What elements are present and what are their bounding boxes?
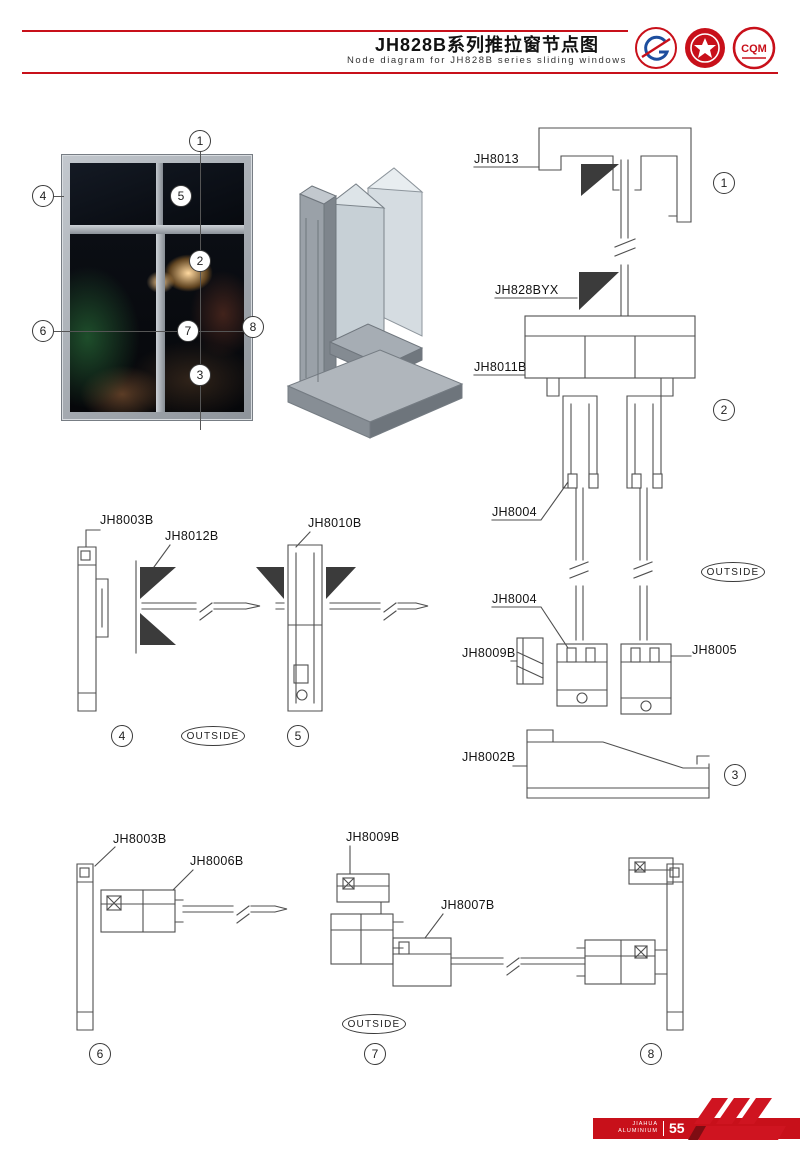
callout-line-4 [54,196,64,197]
callout-detail-5-label: 5 [294,729,302,743]
callout-detail-7-label: 7 [371,1047,379,1061]
footer-brand-line1: JIAHUA [632,1121,658,1127]
profile-3d-render [286,167,464,439]
window-transom [70,225,244,234]
callout-detail-2: 2 [713,399,735,421]
callout-detail-4-label: 4 [118,729,126,743]
section-drawing-vertical [473,127,710,799]
callout-detail-1-label: 1 [720,176,728,190]
callout-7: 7 [177,320,199,342]
glazing-gaskets [579,164,619,310]
outside-badge-bottom: OUTSIDE [342,1014,406,1034]
label-jh8004-lower: JH8004 [492,592,537,606]
header-rule-bottom [22,72,778,74]
callout-detail-8: 8 [640,1043,662,1065]
label-jh8009b: JH8009B [462,646,516,660]
callout-detail-3-label: 3 [731,768,739,782]
seal-logo-icon [685,28,725,68]
callout-detail-7: 7 [364,1043,386,1065]
glazing-beads [566,473,663,663]
footer-logo-icon [688,1098,786,1140]
glazing-gaskets [140,567,356,645]
callout-line-vertical [200,152,201,430]
label-jh8004-upper: JH8004 [492,505,537,519]
footer-brand: JIAHUA ALUMINIUM [600,1121,658,1135]
callout-2: 2 [189,250,211,272]
section-drawing-jamb-interlock [77,529,429,712]
callout-8: 8 [242,316,264,338]
section-drawing-bottom [76,845,684,1031]
callout-3: 3 [189,364,211,386]
label-jh8009b-bottom: JH8009B [346,830,400,844]
callout-5-label: 5 [177,189,185,203]
callout-detail-3: 3 [724,764,746,786]
ctc-logo-icon [635,27,677,69]
callout-line-horizontal [54,331,253,332]
callout-8-label: 8 [249,320,257,334]
callout-detail-8-label: 8 [647,1047,655,1061]
label-leader-lines [94,845,444,939]
callout-7-label: 7 [184,324,192,338]
callout-2-label: 2 [196,254,204,268]
footer-brand-line2: ALUMINIUM [618,1128,658,1134]
window-pane-top-left [70,163,156,225]
outside-badge-right: OUTSIDE [701,562,765,582]
callout-1-label: 1 [196,134,204,148]
label-jh8007b: JH8007B [441,898,495,912]
label-jh8010b: JH8010B [308,516,362,530]
label-leader-lines [85,529,311,568]
certification-logos: CQM [635,26,776,70]
window-sash-stile [156,234,165,412]
label-jh8005: JH8005 [692,643,737,657]
label-leader-lines [473,166,692,767]
footer-page-number: 55 [669,1120,685,1136]
callout-4-label: 4 [39,189,47,203]
callout-1: 1 [189,130,211,152]
header-rule-top [22,30,628,32]
callout-detail-5: 5 [287,725,309,747]
footer-divider [663,1121,664,1136]
window-mullion [156,163,163,225]
callout-detail-6: 6 [89,1043,111,1065]
cqm-logo-icon: CQM [732,26,776,70]
window-photo [62,155,252,420]
callout-detail-4: 4 [111,725,133,747]
window-photo-interior [70,163,244,412]
label-jh8003b-mid: JH8003B [100,513,154,527]
callout-5: 5 [170,185,192,207]
label-jh8012b: JH8012B [165,529,219,543]
outside-badge-mid: OUTSIDE [181,726,245,746]
page-title: JH828B系列推拉窗节点图 [374,35,600,55]
callout-detail-6-label: 6 [96,1047,104,1061]
label-jh8013: JH8013 [474,152,519,166]
label-jh828byx: JH828BYX [495,283,559,297]
callout-detail-1: 1 [713,172,735,194]
label-jh8003b-bottom: JH8003B [113,832,167,846]
label-jh8002b: JH8002B [462,750,516,764]
cqm-logo-text: CQM [741,43,767,55]
page-subtitle: Node diagram for JH828B series sliding w… [346,55,628,66]
callout-3-label: 3 [196,368,204,382]
label-jh8006b: JH8006B [190,854,244,868]
callout-detail-2-label: 2 [720,403,728,417]
callout-6: 6 [32,320,54,342]
callout-4: 4 [32,185,54,207]
label-jh8011b: JH8011B [474,360,527,374]
callout-6-label: 6 [39,324,47,338]
